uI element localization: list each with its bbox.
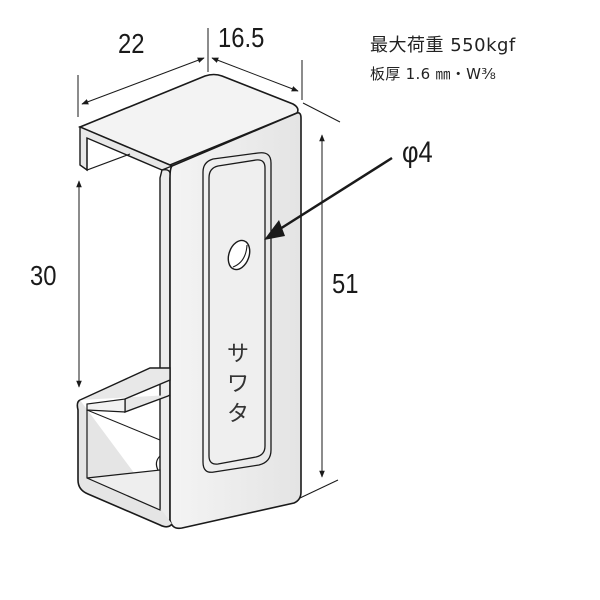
engraved-maker-name: サ ワ タ xyxy=(226,340,250,430)
engraving-char: タ xyxy=(226,402,249,427)
dimension-total-height-51 xyxy=(299,102,341,499)
mounting-hole xyxy=(227,239,251,271)
bracket-front-face xyxy=(169,112,302,530)
label-width: 22 xyxy=(118,28,145,59)
spec-thickness: 板厚 1.6 ㎜・W⅜ xyxy=(370,65,497,83)
bracket-bottom-flange xyxy=(76,367,173,528)
bracket-top-face xyxy=(77,73,299,166)
label-depth: 16.5 xyxy=(218,22,265,53)
label-hole-diameter: φ4 xyxy=(402,136,433,169)
dimension-width-22 xyxy=(77,28,209,117)
bracket-web-side xyxy=(159,168,172,523)
label-total-height: 51 xyxy=(332,268,359,299)
engraving-char: ワ xyxy=(226,372,249,397)
dimension-depth-16-5 xyxy=(211,57,303,100)
label-inner-height: 30 xyxy=(30,260,57,291)
spec-max-load: 最大荷重 550kgf xyxy=(370,35,516,56)
engraving-char: サ xyxy=(226,342,249,367)
hole-leader-arrow xyxy=(264,156,393,240)
